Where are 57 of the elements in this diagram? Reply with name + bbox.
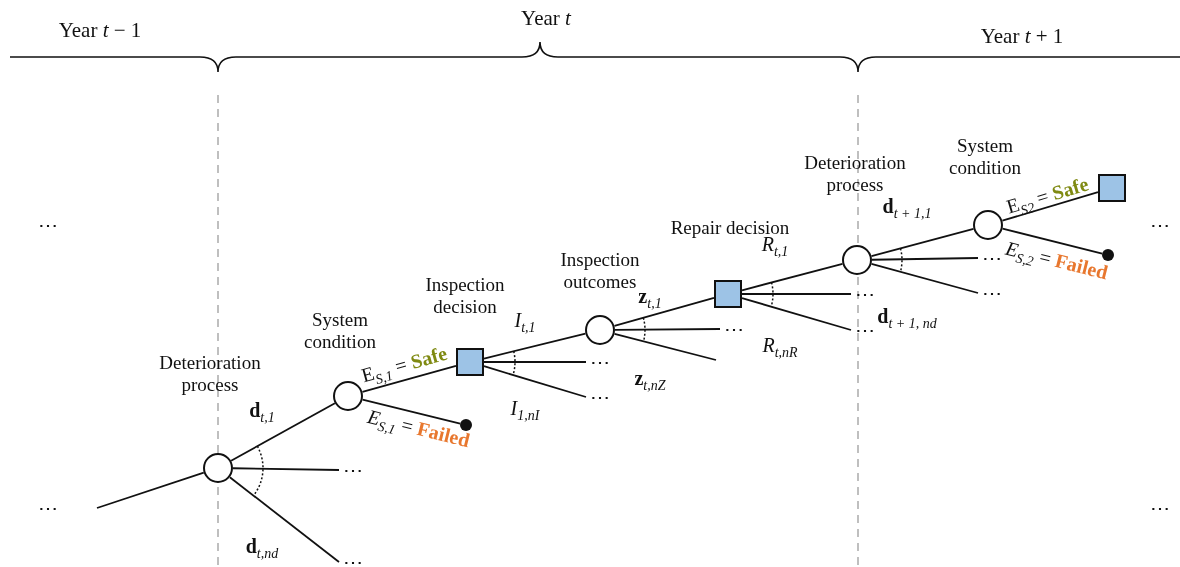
branch-line bbox=[870, 263, 979, 294]
branch-line bbox=[741, 262, 844, 292]
branch-line bbox=[96, 471, 205, 509]
node-caption: System condition bbox=[948, 135, 1022, 179]
ellipsis: ⋯ bbox=[38, 498, 58, 518]
branch-line bbox=[871, 257, 979, 261]
decision-node bbox=[456, 348, 484, 376]
ellipsis: ⋯ bbox=[343, 552, 363, 567]
year-label: Year t bbox=[521, 5, 571, 31]
ellipsis: ⋯ bbox=[855, 320, 875, 340]
ellipsis: ⋯ bbox=[855, 284, 875, 304]
ellipsis: ⋯ bbox=[1150, 215, 1170, 235]
ellipsis: ⋯ bbox=[982, 283, 1002, 303]
node-caption: Deterioration process bbox=[803, 152, 907, 196]
branch-line bbox=[483, 361, 587, 363]
branch-line bbox=[741, 297, 852, 331]
chance-node bbox=[842, 245, 872, 275]
decision-node bbox=[1098, 174, 1126, 202]
ellipsis: ⋯ bbox=[590, 352, 610, 372]
chance-node bbox=[973, 210, 1003, 240]
ellipsis: ⋯ bbox=[38, 215, 58, 235]
branch-line bbox=[614, 328, 721, 331]
branch-line bbox=[361, 365, 457, 393]
branch-line bbox=[1001, 191, 1099, 222]
ellipsis: ⋯ bbox=[590, 387, 610, 407]
edge-label: R$_{t,1}$ bbox=[761, 233, 789, 259]
year-label: Year t − 1 bbox=[58, 17, 142, 43]
branch-line bbox=[741, 293, 852, 295]
node-caption: Inspection decision bbox=[424, 274, 506, 318]
chance-node bbox=[333, 381, 363, 411]
branch-line bbox=[483, 365, 587, 398]
decision-node bbox=[714, 280, 742, 308]
year-label: Year t + 1 bbox=[980, 23, 1064, 49]
branch-line bbox=[1001, 227, 1104, 255]
chance-node bbox=[585, 315, 615, 345]
branch-line bbox=[613, 297, 715, 327]
node-caption: System condition bbox=[303, 309, 377, 353]
branch-line bbox=[870, 227, 975, 258]
node-caption: Deterioration process bbox=[158, 352, 262, 396]
branch-line bbox=[232, 467, 340, 471]
branch-line bbox=[361, 398, 462, 425]
ellipsis: ⋯ bbox=[1150, 498, 1170, 518]
chance-node bbox=[203, 453, 233, 483]
edge-label: d$_{t + 1,1}$ bbox=[882, 195, 932, 221]
edge-label: E$_{S,2}$ = Failed bbox=[1002, 237, 1110, 285]
ellipsis: ⋯ bbox=[343, 460, 363, 480]
branch-line bbox=[483, 332, 587, 360]
edge-label: E$_{S,1}$ = Failed bbox=[364, 405, 472, 453]
node-caption: Inspection outcomes bbox=[559, 249, 641, 293]
ellipsis: ⋯ bbox=[982, 248, 1002, 268]
edge-label: I$_{t,1}$ bbox=[514, 309, 536, 335]
branch-line bbox=[230, 402, 336, 462]
branch-line bbox=[228, 476, 340, 563]
ellipsis: ⋯ bbox=[724, 319, 744, 339]
branch-line bbox=[613, 332, 717, 361]
edge-label: z$_{t,1}$ bbox=[638, 285, 662, 311]
edge-label: d$_{t,1}$ bbox=[249, 399, 275, 425]
